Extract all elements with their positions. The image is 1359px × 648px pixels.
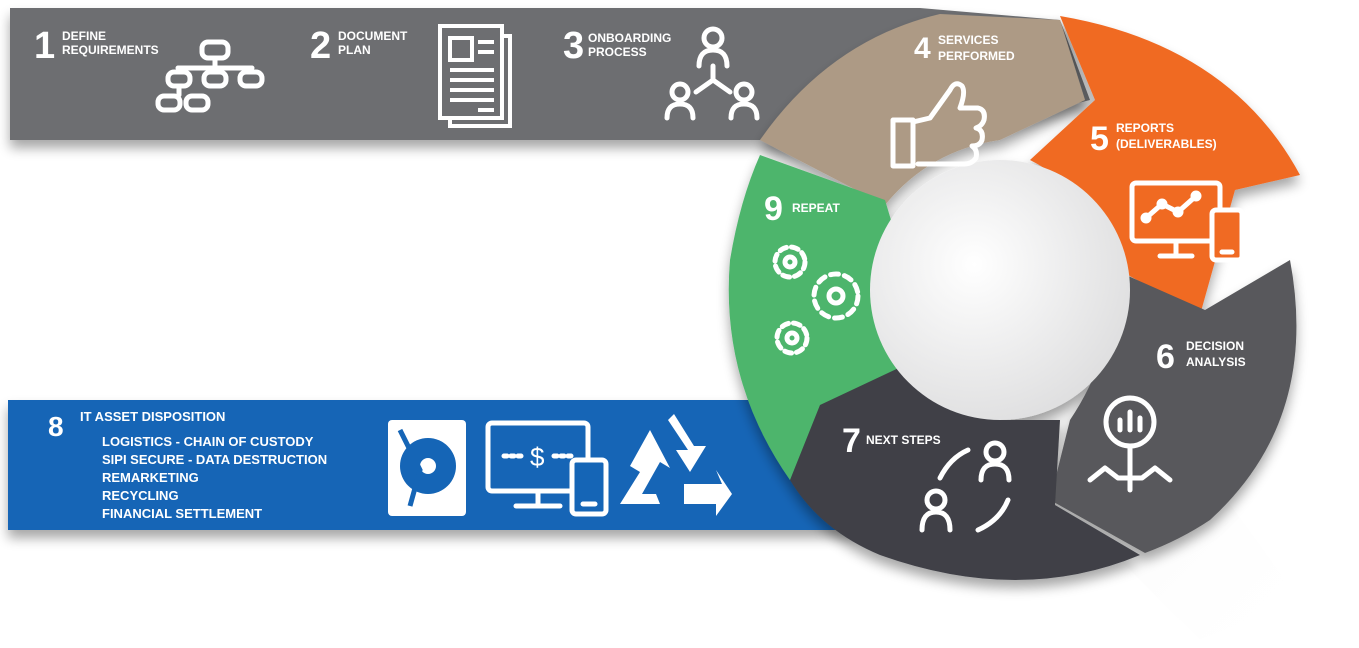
step-3-label-line1: ONBOARDING — [588, 31, 671, 45]
step-8-item: FINANCIAL SETTLEMENT — [102, 506, 262, 521]
step-1-label-line1: DEFINE — [62, 29, 106, 43]
step-4-label-line2: PERFORMED — [938, 49, 1015, 63]
step-5: 5 REPORTS (DELIVERABLES) — [1090, 120, 1245, 263]
step-6-number: 6 — [1156, 338, 1175, 376]
step-8-item: RECYCLING — [102, 488, 179, 503]
step-4-label-line1: SERVICES — [938, 33, 998, 47]
step-6-label-line1: DECISION — [1186, 339, 1244, 353]
team-icon — [664, 26, 760, 121]
process-wheel — [728, 14, 1300, 580]
svg-text:$: $ — [530, 442, 545, 472]
step-6: 6 DECISION ANALYSIS — [1087, 338, 1246, 493]
step-1-label-line2: REQUIREMENTS — [62, 43, 159, 57]
step-9-label: REPEAT — [792, 201, 840, 215]
step-8: 8 IT ASSET DISPOSITION LOGISTICS - CHAIN… — [48, 409, 732, 521]
step-2-number: 2 — [310, 25, 331, 67]
step-8-number: 8 — [48, 411, 64, 442]
step-7-number: 7 — [842, 422, 861, 460]
segment-7 — [790, 360, 1140, 580]
step-5-number: 5 — [1090, 120, 1109, 158]
segment-9 — [728, 155, 905, 480]
step-4-number: 4 — [914, 32, 931, 65]
devices-chart-icon — [1129, 180, 1245, 263]
step-7-label: NEXT STEPS — [866, 433, 941, 447]
thumbs-up-icon — [890, 81, 987, 169]
step-1-number: 1 — [34, 25, 55, 67]
step-1: 1 DEFINE REQUIREMENTS — [34, 25, 265, 113]
wheel-center — [870, 160, 1130, 420]
step-2-label-line1: DOCUMENT — [338, 29, 408, 43]
step-8-title: IT ASSET DISPOSITION — [80, 409, 225, 424]
step-5-label-line1: REPORTS — [1116, 121, 1174, 135]
step-7: 7 NEXT STEPS — [842, 422, 1012, 533]
recycle-icon — [620, 414, 732, 516]
step-9: 9 REPEAT — [764, 190, 861, 356]
step-9-number: 9 — [764, 190, 783, 228]
segment-5 — [1030, 16, 1300, 315]
step-8-item: REMARKETING — [102, 470, 199, 485]
step-5-label-line2: (DELIVERABLES) — [1116, 137, 1217, 151]
step-6-label-line2: ANALYSIS — [1186, 355, 1246, 369]
step-3-number: 3 — [563, 25, 584, 67]
step-8-item: LOGISTICS - CHAIN OF CUSTODY — [102, 434, 314, 449]
step-3: 3 ONBOARDING PROCESS — [563, 25, 760, 121]
step-2-label-line2: PLAN — [338, 43, 371, 57]
hierarchy-icon — [155, 39, 265, 113]
computer-dollar-icon: $ — [485, 420, 609, 517]
gears-icon — [772, 244, 861, 356]
step-4: 4 SERVICES PERFORMED — [890, 32, 1015, 169]
step-8-item: SIPI SECURE - DATA DESTRUCTION — [102, 452, 327, 467]
document-icon — [438, 24, 512, 128]
magnifier-chart-icon — [1087, 395, 1173, 493]
exchange-people-icon — [919, 440, 1012, 533]
step-3-label-line2: PROCESS — [588, 45, 647, 59]
hard-drive-icon — [388, 420, 466, 516]
step-2: 2 DOCUMENT PLAN — [310, 24, 512, 128]
segment-4 — [760, 14, 1085, 205]
